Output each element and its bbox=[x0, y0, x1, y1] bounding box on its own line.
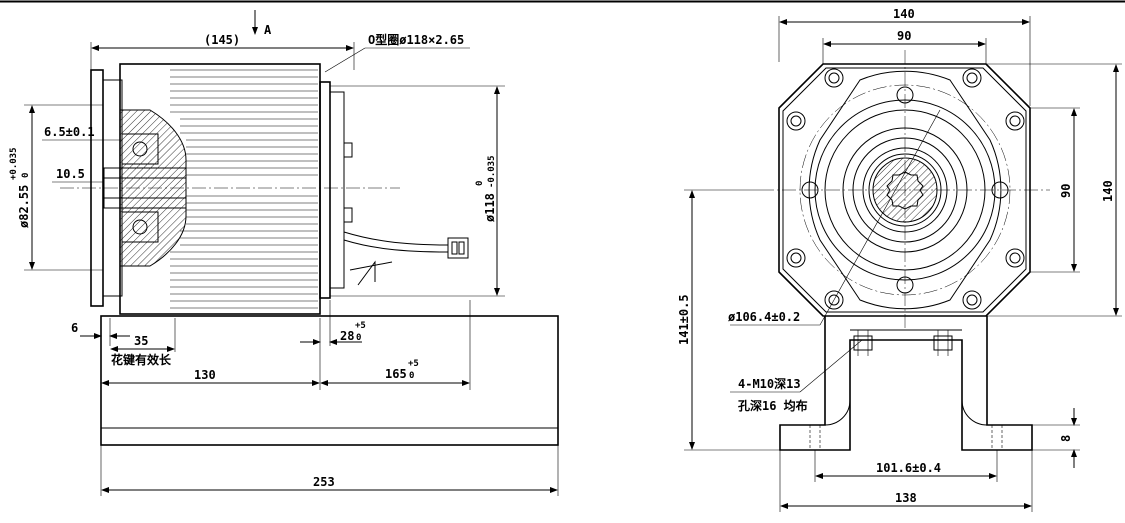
svg-text:0: 0 bbox=[356, 333, 361, 343]
svg-text:+5: +5 bbox=[408, 359, 419, 369]
dim-165-label: 165 +5 0 bbox=[385, 359, 419, 381]
dia-82-label: ø82.55 +0.035 0 bbox=[9, 147, 31, 228]
svg-text:+5: +5 bbox=[355, 321, 366, 331]
base-plate bbox=[100, 315, 559, 446]
front-view: 140 90 90 140 141±0.5 ø106.4±0.2 bbox=[677, 7, 1122, 512]
oring-label: O型圈ø118×2.65 bbox=[368, 32, 464, 47]
dim-28-label: 28 +5 0 bbox=[340, 321, 366, 343]
dim-138: 138 bbox=[895, 491, 917, 505]
svg-text:0: 0 bbox=[475, 181, 485, 186]
spline-note: 花键有效长 bbox=[111, 352, 172, 367]
dim-35: 35 bbox=[134, 334, 148, 348]
thread-note-2: 孔深16 均布 bbox=[738, 398, 808, 413]
dim-10-5: 10.5 bbox=[56, 167, 85, 181]
dim-6-5: 6.5±0.1 bbox=[44, 125, 95, 139]
dim-101-6: 101.6±0.4 bbox=[876, 461, 941, 475]
dim-6: 6 bbox=[71, 321, 78, 335]
dia-118-label: ø118 0 -0.035 bbox=[475, 155, 497, 222]
connector bbox=[447, 237, 469, 259]
dim-90-right: 90 bbox=[1059, 184, 1073, 198]
svg-text:+0.035: +0.035 bbox=[9, 147, 19, 180]
svg-text:0: 0 bbox=[409, 371, 414, 381]
thread-note: 4-M10深13 bbox=[738, 376, 801, 391]
svg-text:0: 0 bbox=[21, 173, 31, 178]
cooling-fins bbox=[170, 69, 318, 309]
bearing-bottom bbox=[121, 211, 159, 243]
cable bbox=[343, 231, 449, 246]
dim-8: 8 bbox=[1059, 435, 1073, 442]
dim-140-top: 140 bbox=[893, 7, 915, 21]
dim-140-right: 140 bbox=[1101, 180, 1115, 202]
corner-bolts bbox=[786, 68, 1025, 310]
svg-text:-0.035: -0.035 bbox=[487, 155, 497, 188]
svg-text:165: 165 bbox=[385, 367, 407, 381]
side-view: A (145) O型圈ø118×2.65 6.5±0.1 10.5 ø82.55… bbox=[9, 10, 559, 496]
dim-141: 141±0.5 bbox=[677, 294, 691, 345]
bracket-tapped-holes bbox=[853, 330, 953, 356]
svg-text:28: 28 bbox=[340, 329, 354, 343]
dim-130: 130 bbox=[194, 368, 216, 382]
svg-text:ø118: ø118 bbox=[483, 193, 497, 222]
mounting-bracket bbox=[779, 316, 1033, 451]
bearing-top bbox=[121, 133, 159, 165]
view-label: A bbox=[264, 23, 272, 37]
dim-145: (145) bbox=[204, 33, 240, 47]
rear-end-cap bbox=[319, 81, 331, 299]
dim-253: 253 bbox=[313, 475, 335, 489]
dim-90-top: 90 bbox=[897, 29, 911, 43]
dia-106-label: ø106.4±0.2 bbox=[728, 310, 800, 324]
svg-text:ø82.55: ø82.55 bbox=[17, 185, 31, 228]
